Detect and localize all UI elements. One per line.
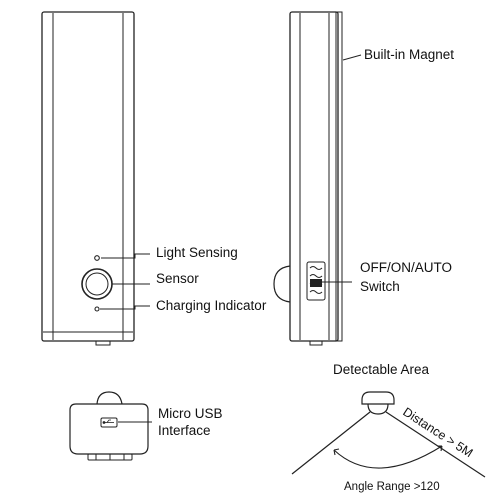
charging-indicator-dot: [94, 306, 100, 312]
detection-diagram: [291, 391, 486, 478]
sensor-label: Sensor: [156, 271, 199, 286]
usb-bottom-outline: [69, 403, 149, 455]
usb-detail: [69, 391, 149, 461]
light-sensing-dot: [94, 255, 100, 261]
switch-knob: [310, 279, 322, 287]
micro-usb-label-line2: Interface: [158, 423, 211, 438]
detector-device: [361, 391, 395, 405]
usb-icon: [102, 419, 114, 424]
cone-left-edge: [291, 411, 371, 475]
front-body-outline: [41, 11, 135, 342]
micro-usb-label-line1: Micro USB: [158, 406, 223, 421]
cone-right-edge: [385, 411, 486, 478]
built-in-magnet-strip: [335, 11, 343, 342]
magnet-leader: [342, 54, 362, 61]
light-sensing-label: Light Sensing: [156, 245, 238, 260]
front-view: [41, 11, 135, 346]
usb-dome: [96, 391, 123, 405]
built-in-magnet-label: Built-in Magnet: [364, 47, 454, 62]
switch-label-line1: OFF/ON/AUTO: [360, 260, 452, 275]
front-leaders: [100, 253, 150, 310]
charging-indicator-label: Charging Indicator: [156, 298, 267, 313]
side-sensor-dome: [273, 265, 291, 303]
side-body-outline: [289, 11, 339, 342]
micro-usb-port: [100, 417, 118, 428]
front-bottom-port: [95, 340, 111, 346]
switch-label-line2: Switch: [360, 279, 400, 294]
mode-switch: [306, 261, 326, 301]
side-view: [273, 11, 343, 346]
distance-label: Distance > 5M: [400, 405, 475, 460]
angle-range-label: Angle Range >120: [344, 481, 440, 493]
detector-dome: [367, 403, 389, 415]
detectable-area-title: Detectable Area: [333, 362, 430, 377]
angle-arc: [333, 445, 443, 469]
